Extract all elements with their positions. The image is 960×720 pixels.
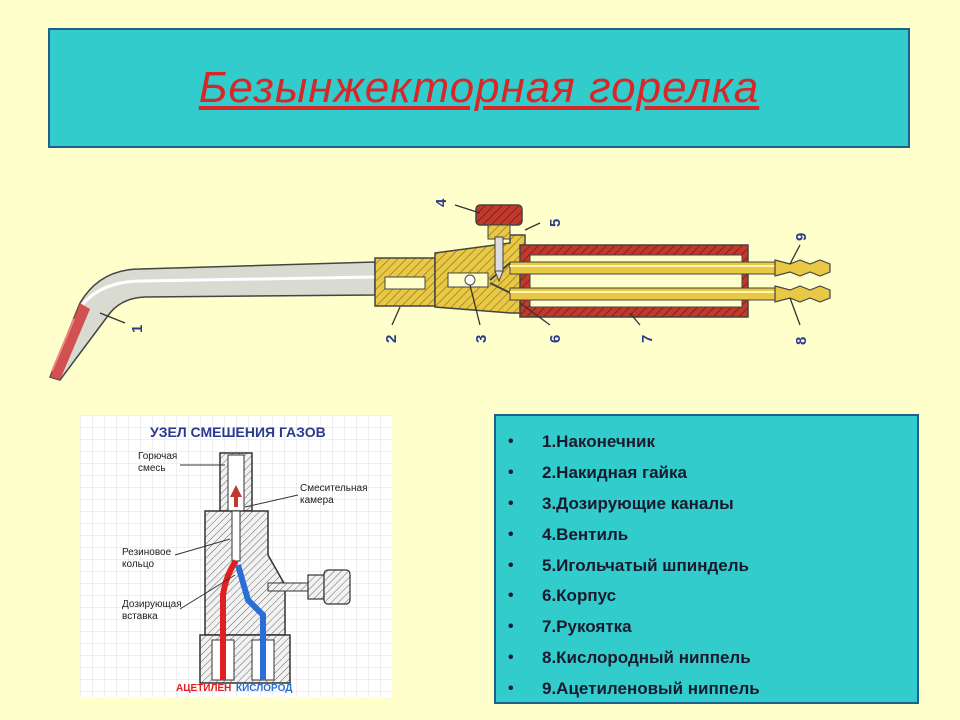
mixing-unit-diagram: УЗЕЛ СМЕШЕНИЯ ГАЗОВ Горючая смесь Смесит… xyxy=(80,415,392,697)
label-acetylene: АЦЕТИЛЕН xyxy=(176,683,231,694)
bullet: • xyxy=(508,494,514,512)
torch-diagram: 1 2 3 4 5 6 7 8 9 xyxy=(48,198,831,381)
oxygen-channel xyxy=(235,564,266,680)
bullet: • xyxy=(508,525,514,543)
legend-item: • 8.Кислородный ниппель xyxy=(508,643,917,674)
title-panel: Безынжекторная горелка xyxy=(48,28,910,148)
part-number-7: 7 xyxy=(639,335,656,343)
legend-item-label: 1.Наконечник xyxy=(542,432,655,452)
bullet: • xyxy=(508,648,514,666)
part-number-4: 4 xyxy=(433,198,450,207)
part-number-2: 2 xyxy=(383,335,400,343)
gas-tubes xyxy=(509,261,776,301)
legend-item-label: 5.Игольчатый шпиндель xyxy=(542,555,749,575)
part-number-1: 1 xyxy=(129,325,146,333)
oxygen-nipple xyxy=(774,285,831,303)
bullet: • xyxy=(508,556,514,574)
legend-item: • 7.Рукоятка xyxy=(508,612,917,643)
legend-item-label: 9.Ацетиленовый ниппель xyxy=(542,678,760,698)
label-fuel-1: Горючая xyxy=(138,451,177,462)
torch-tip xyxy=(48,261,376,381)
acetylene-nipple xyxy=(774,259,831,277)
part-number-3: 3 xyxy=(473,335,490,343)
legend-item-label: 6.Корпус xyxy=(542,586,617,606)
label-insert-2: вставка xyxy=(122,611,158,622)
union-nut xyxy=(374,257,436,307)
label-fuel-2: смесь xyxy=(138,463,166,474)
bullet: • xyxy=(508,679,514,697)
label-chamber-1: Смесительная xyxy=(300,483,368,494)
label-chamber-2: камера xyxy=(300,495,334,506)
leader-lines xyxy=(99,204,801,326)
label-oxygen: КИСЛОРОД xyxy=(236,683,292,694)
part-number-9: 9 xyxy=(793,233,810,241)
flow-arrow-icon xyxy=(230,485,242,507)
valve-knob xyxy=(475,204,523,283)
legend-item-label: 3.Дозирующие каналы xyxy=(542,493,734,513)
legend-item-label: 7.Рукоятка xyxy=(542,617,632,637)
mixing-valve xyxy=(267,569,351,605)
bullet: • xyxy=(508,464,514,482)
legend-item-label: 8.Кислородный ниппель xyxy=(542,647,751,667)
part-number-8: 8 xyxy=(793,337,810,345)
legend-item: • 1.Наконечник xyxy=(508,427,917,458)
part-number-6: 6 xyxy=(547,335,564,343)
legend-item: • 3.Дозирующие каналы xyxy=(508,489,917,520)
torch-handle xyxy=(519,244,749,318)
part-number-5: 5 xyxy=(547,219,564,227)
legend-item-label: 2.Накидная гайка xyxy=(542,463,687,483)
legend-item: • 9.Ацетиленовый ниппель xyxy=(508,673,917,704)
mixing-heading: УЗЕЛ СМЕШЕНИЯ ГАЗОВ xyxy=(150,424,326,440)
label-ring-1: Резиновое xyxy=(122,547,172,558)
parts-legend: • 1.Наконечник • 2.Накидная гайка • 3.Дозир… xyxy=(494,414,919,704)
acetylene-channel xyxy=(220,559,239,680)
label-ring-2: кольцо xyxy=(122,559,154,570)
bullet: • xyxy=(508,587,514,605)
label-insert-1: Дозирующая xyxy=(122,599,182,610)
bullet: • xyxy=(508,433,514,451)
page-title: Безынжекторная горелка xyxy=(198,63,760,112)
legend-item: • 5.Игольчатый шпиндель xyxy=(508,550,917,581)
legend-item: • 2.Накидная гайка xyxy=(508,458,917,489)
legend-item: • 4.Вентиль xyxy=(508,519,917,550)
legend-item-label: 4.Вентиль xyxy=(542,524,629,544)
legend-item: • 6.Корпус xyxy=(508,581,917,612)
bullet: • xyxy=(508,618,514,636)
